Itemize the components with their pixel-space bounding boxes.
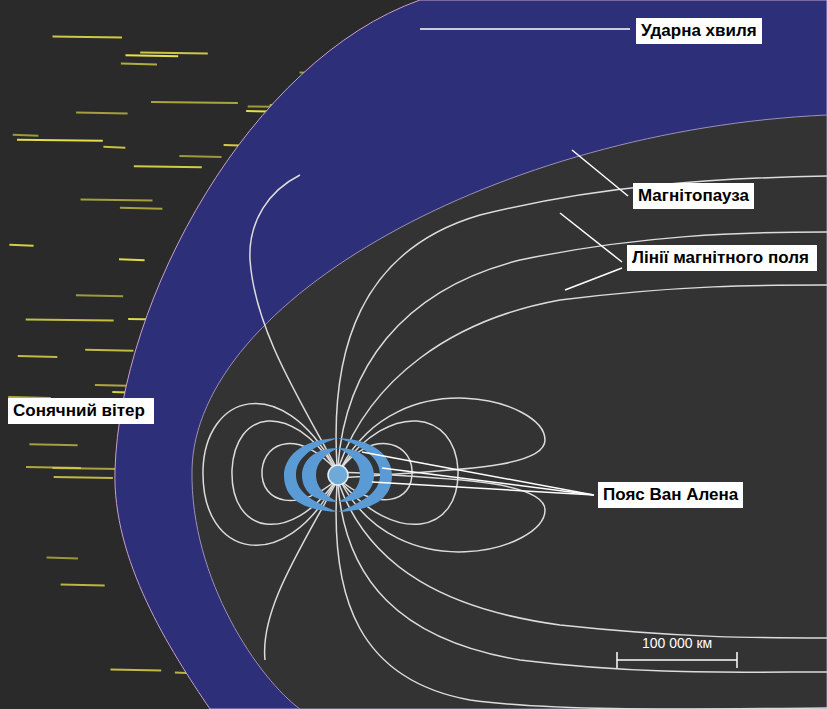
wind-streak	[270, 105, 353, 106]
wind-streak	[325, 201, 346, 202]
wind-streak	[151, 362, 233, 363]
wind-streak	[137, 430, 210, 431]
wind-streak	[261, 204, 341, 205]
wind-streak	[297, 330, 358, 331]
wind-streak	[211, 646, 286, 647]
wind-streak	[301, 182, 354, 183]
wind-streak	[140, 566, 166, 567]
wind-streak	[224, 145, 260, 146]
wind-streak	[95, 385, 139, 386]
wind-streak	[329, 332, 411, 333]
wind-streak	[188, 330, 271, 331]
wind-streak	[61, 585, 105, 586]
wind-streak	[199, 208, 228, 209]
wind-streak	[151, 102, 238, 103]
solar-wind-label: Сонячний вітер	[8, 398, 154, 424]
wind-streak	[133, 464, 206, 465]
wind-streak	[170, 470, 254, 471]
wind-streak	[217, 508, 256, 509]
wind-streak	[81, 200, 153, 201]
wind-streak	[179, 156, 221, 157]
wind-streak	[29, 444, 77, 445]
wind-streak	[111, 670, 162, 671]
wind-streak	[335, 136, 386, 137]
wind-streak	[54, 477, 113, 478]
wind-streak	[207, 674, 250, 675]
magnetosheath	[115, 0, 827, 709]
wind-streak	[282, 385, 361, 386]
wind-streak	[248, 107, 328, 108]
scale-label: 100 000 км	[640, 633, 714, 653]
wind-streak	[103, 147, 125, 148]
solar-wind-streaks	[8, 37, 411, 675]
bow-shock-label: Ударна хвиля	[636, 18, 762, 44]
van-allen-belts	[284, 438, 392, 512]
earth	[328, 465, 348, 485]
wind-streak	[337, 391, 401, 392]
wind-streak	[134, 166, 202, 167]
van-allen-label: Пояс Ван Алена	[598, 482, 743, 508]
wind-streak	[26, 319, 114, 320]
wind-streak	[239, 358, 314, 359]
wind-streak	[322, 623, 369, 624]
magnetic-field-lines	[203, 175, 827, 709]
wind-streak	[251, 327, 295, 328]
wind-streak	[172, 321, 198, 322]
wind-streak	[141, 345, 162, 346]
wind-streak	[167, 518, 203, 519]
wind-streak	[76, 113, 128, 114]
wind-streak	[112, 392, 143, 393]
field-lines-label: Лінії магнітного поля	[627, 245, 817, 271]
wind-streak	[52, 468, 119, 469]
wind-streak	[13, 135, 39, 136]
wind-streak	[47, 558, 79, 559]
wind-streak	[119, 259, 145, 260]
wind-streak	[53, 37, 123, 38]
wind-streak	[140, 52, 208, 53]
magnetopause-label: Магнітопауза	[633, 183, 754, 209]
wind-streak	[76, 295, 123, 296]
wind-streak	[285, 318, 337, 319]
wind-streak	[128, 319, 186, 320]
wind-streak	[300, 73, 326, 74]
wind-streak	[309, 228, 371, 229]
magnetopause-region	[192, 115, 827, 709]
wind-streak	[193, 628, 219, 629]
wind-streak	[85, 350, 133, 351]
scale-bar	[617, 652, 737, 668]
wind-streak	[175, 673, 198, 674]
wind-streak	[143, 379, 171, 380]
wind-streak	[246, 111, 307, 112]
wind-streak	[187, 305, 254, 306]
wind-streak	[191, 354, 219, 355]
wind-streak	[293, 650, 365, 651]
wind-streak	[18, 356, 58, 357]
wind-streak	[120, 208, 162, 209]
leader-lines	[362, 29, 630, 495]
wind-streak	[9, 245, 33, 246]
wind-streak	[126, 55, 179, 56]
wind-streak	[121, 64, 157, 65]
wind-streak	[17, 140, 103, 141]
